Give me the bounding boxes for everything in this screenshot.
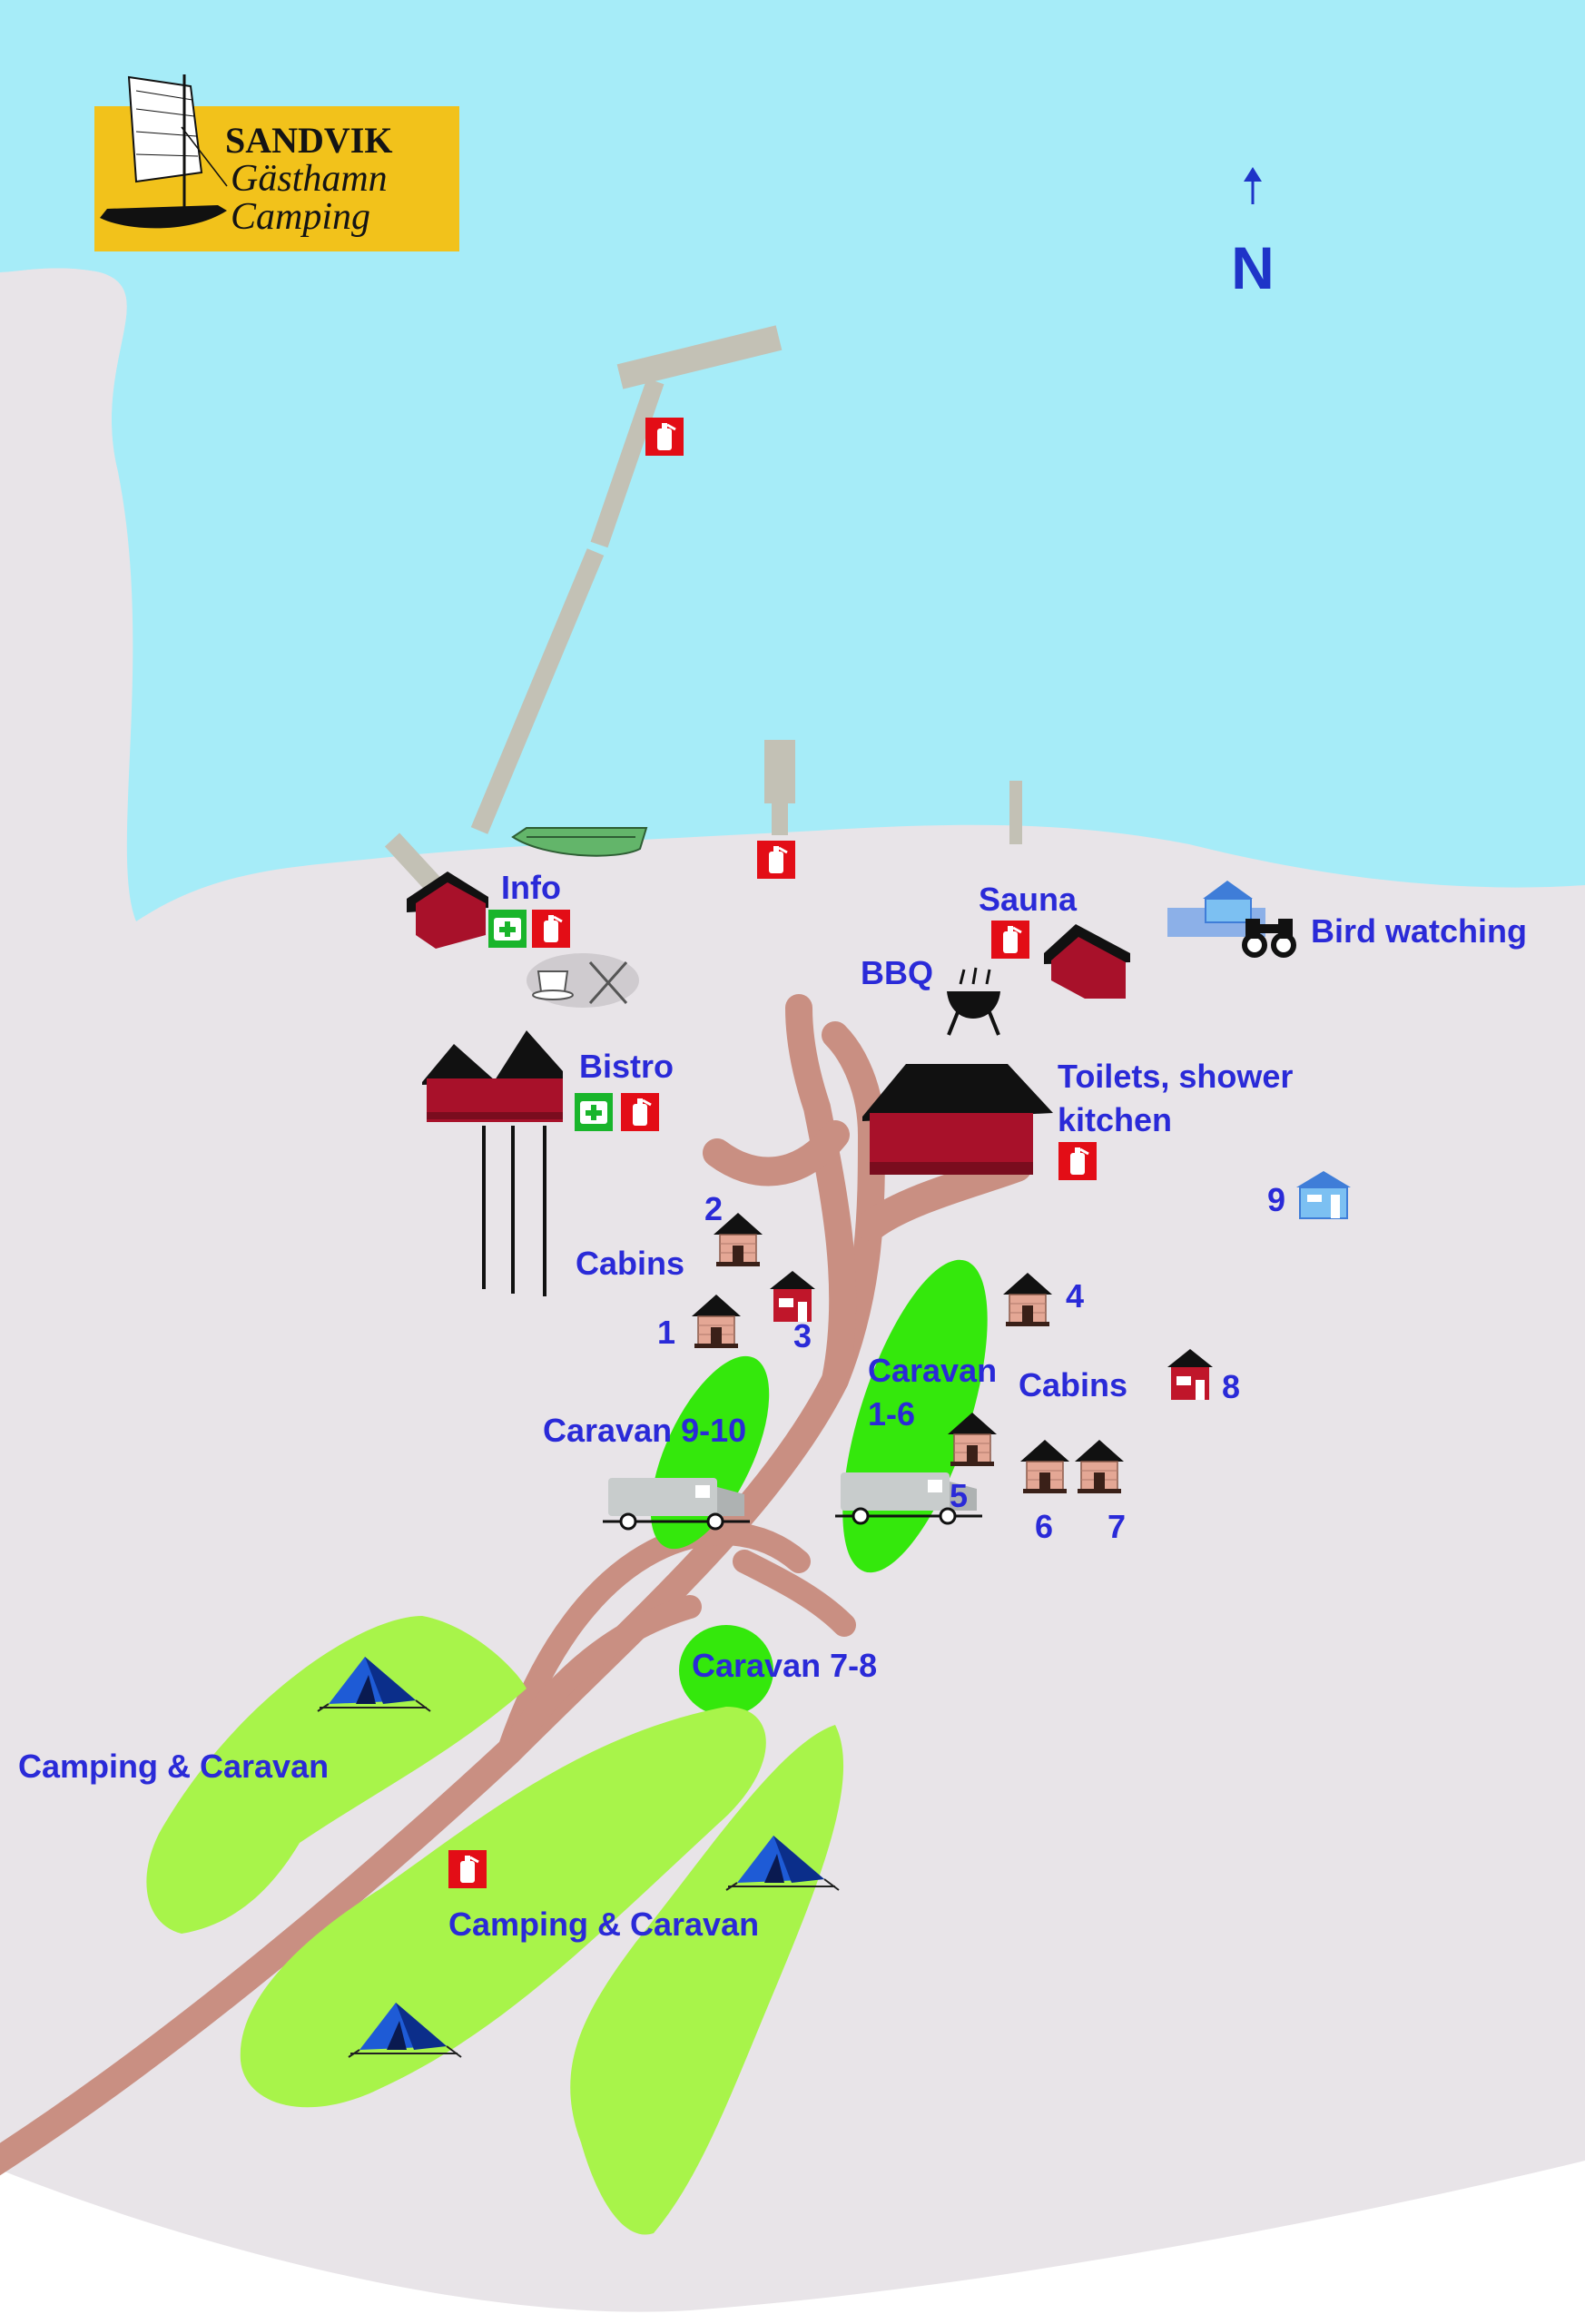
camping-caravan-south-label: Camping & Caravan (448, 1905, 759, 1943)
cabin-number-3: 3 (793, 1317, 812, 1354)
logo: SANDVIK Gästhamn Camping (94, 74, 459, 251)
first-aid-icon (575, 1093, 613, 1131)
island-shore (0, 268, 136, 921)
fire-extinguisher-icon (530, 908, 572, 950)
bbq-label: BBQ (861, 954, 933, 991)
camping-area-south (240, 1707, 766, 2108)
fire-extinguisher-icon (989, 919, 1031, 960)
fire-extinguisher-icon (755, 839, 797, 881)
north-label: N (1231, 234, 1275, 301)
sailboat-icon (100, 74, 228, 229)
sauna-building (1044, 924, 1130, 999)
fire-extinguisher-icon (1057, 1140, 1098, 1182)
cabin-number-6: 6 (1035, 1508, 1053, 1545)
long-pier (384, 325, 783, 892)
fire-extinguisher-icon (644, 416, 685, 458)
boat-icon (511, 827, 648, 857)
logo-line-3: Camping (231, 196, 370, 238)
toilets-building (862, 1064, 1053, 1175)
caravan-1-6-label-line2: 1-6 (868, 1395, 915, 1433)
bistro-piers (482, 1126, 546, 1296)
cabin-number-1: 1 (657, 1314, 675, 1351)
info-label: Info (501, 869, 561, 906)
binoculars-icon (1242, 919, 1296, 958)
small-piers (764, 740, 1022, 844)
fire-extinguisher-icon (447, 1848, 488, 1890)
toilets-label-line2: kitchen (1058, 1101, 1172, 1138)
bird-watching-label: Bird watching (1311, 912, 1527, 950)
toilets-label-line1: Toilets, shower (1058, 1058, 1293, 1095)
cabin-number-8: 8 (1222, 1368, 1240, 1405)
cabin-number-9: 9 (1267, 1181, 1285, 1218)
caravan-7-8-label: Caravan 7-8 (692, 1647, 877, 1684)
logo-line-1: SANDVIK (225, 120, 392, 161)
cabin-number-4: 4 (1066, 1277, 1084, 1315)
cabins-west-label: Cabins (576, 1245, 684, 1282)
caravan-area-7-8 (679, 1625, 773, 1716)
caravan-9-10-label: Caravan 9-10 (543, 1412, 746, 1449)
sauna-label: Sauna (979, 881, 1078, 918)
cabin-number-2: 2 (704, 1190, 723, 1227)
bistro-building (422, 1030, 563, 1122)
cabin-number-7: 7 (1108, 1508, 1126, 1545)
north-arrow-icon (1244, 167, 1262, 204)
first-aid-icon (488, 910, 527, 948)
camping-area-west (146, 1616, 527, 1934)
cabins-east-label: Cabins (1019, 1366, 1127, 1403)
fire-extinguisher-icon (619, 1091, 661, 1133)
cabin-number-5: 5 (950, 1477, 968, 1514)
info-building (407, 872, 488, 949)
bistro-label: Bistro (579, 1048, 674, 1085)
logo-line-2: Gästhamn (231, 158, 388, 200)
cafe-icon (527, 953, 639, 1008)
caravan-1-6-label-line1: Caravan (868, 1352, 997, 1389)
camping-caravan-west-label: Camping & Caravan (18, 1748, 329, 1785)
bbq-grill-icon (947, 967, 1000, 1036)
